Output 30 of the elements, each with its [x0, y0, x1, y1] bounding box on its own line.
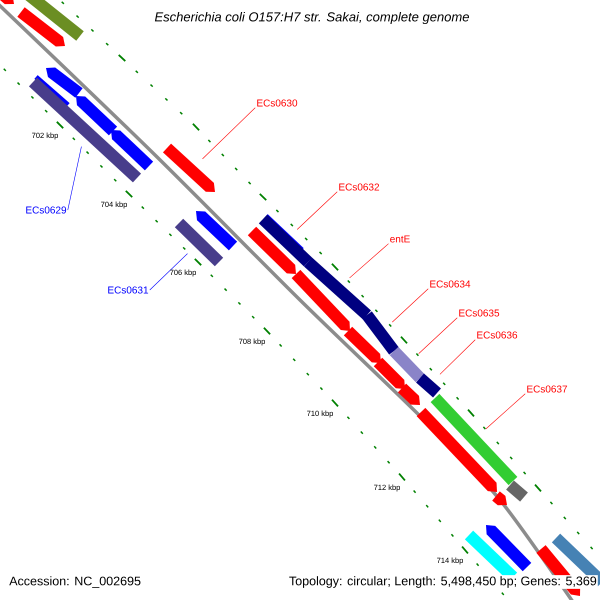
- gene-label: entE: [390, 236, 410, 242]
- gene-label: ECs0632: [339, 183, 380, 191]
- gene-bar: [28, 78, 142, 182]
- gene-label: ECs0634: [430, 280, 470, 288]
- gene-bar: [362, 311, 399, 355]
- gene-label: ECs0630: [257, 99, 298, 107]
- leader-line: [296, 191, 338, 230]
- leader-line: [418, 317, 458, 354]
- leader-line: [486, 393, 526, 430]
- gene-label: ECs0629: [26, 206, 66, 214]
- title: Escherichia coli O157:H7 str. Sakai, complete genome: [153, 10, 471, 26]
- leader-line: [440, 339, 476, 375]
- gene-label: ECs0636: [477, 331, 518, 339]
- gene-feature: [162, 144, 215, 192]
- gene-bar: [304, 258, 372, 320]
- gene-bar: [416, 374, 441, 398]
- gene-bar: [174, 218, 224, 266]
- gene-bar: [258, 214, 312, 266]
- gene-label: ECs0635: [459, 309, 500, 317]
- gene-bar: [390, 346, 424, 382]
- leader-line: [149, 253, 188, 290]
- genome-info-text: Topology: circular; Length: 5,498,450 bp; Genes: 5,369: [288, 575, 598, 589]
- gene-label: ECs0631: [108, 286, 148, 294]
- gene-bar: [430, 394, 518, 486]
- leader-line: [202, 107, 256, 160]
- gene-label: ECs0637: [527, 385, 568, 393]
- accession-text: Accession: NC_002695: [8, 575, 142, 589]
- leader-line: [349, 243, 389, 278]
- leader-line: [392, 288, 429, 322]
- leader-line: [67, 146, 82, 210]
